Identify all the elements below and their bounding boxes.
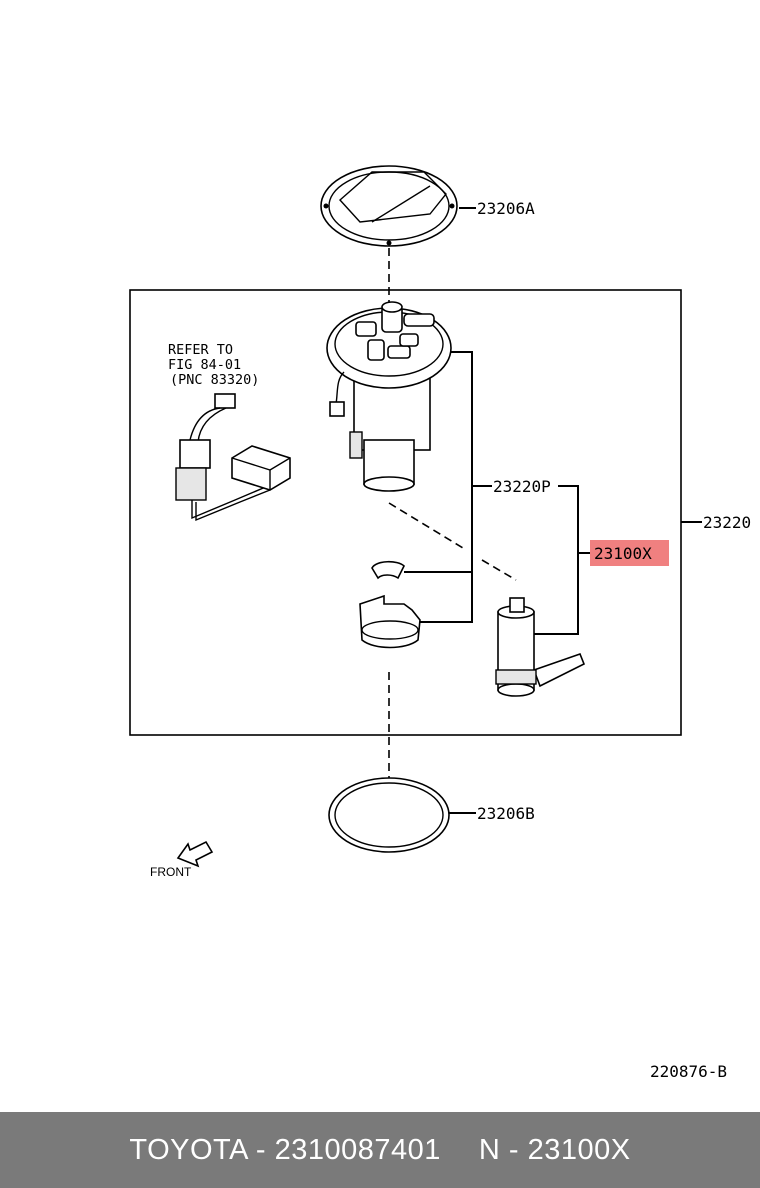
front-label: FRONT bbox=[150, 865, 192, 879]
footer-code: N - 23100X bbox=[478, 1133, 631, 1166]
pump-module-body bbox=[326, 301, 452, 492]
refer-note-line2: FIG 84-01 bbox=[168, 357, 241, 373]
gasket-23206B bbox=[328, 777, 450, 853]
highlight-23100X bbox=[590, 540, 669, 566]
footer-bar: TOYOTA - 2310087401 N - 23100X bbox=[0, 1112, 760, 1188]
refer-note-line1: REFER TO bbox=[168, 342, 233, 358]
cover-plate-23206A bbox=[320, 165, 458, 247]
label-23220: 23220 bbox=[703, 513, 751, 532]
label-23206A: 23206A bbox=[477, 199, 535, 218]
connector-harness bbox=[175, 393, 291, 522]
label-23220P: 23220P bbox=[493, 477, 551, 496]
retainer-clip bbox=[371, 560, 405, 580]
front-arrow-icon bbox=[176, 840, 214, 868]
refer-note-line3: (PNC 83320) bbox=[170, 372, 259, 388]
label-23100X: 23100X bbox=[594, 544, 652, 563]
fuel-pump-23100X bbox=[495, 597, 586, 697]
assembly-frame bbox=[129, 289, 682, 736]
pump-bracket bbox=[359, 594, 421, 649]
label-23206B: 23206B bbox=[477, 804, 535, 823]
figure-id: 220876-B bbox=[650, 1062, 727, 1081]
footer-part-number: TOYOTA - 2310087401 bbox=[129, 1133, 441, 1166]
